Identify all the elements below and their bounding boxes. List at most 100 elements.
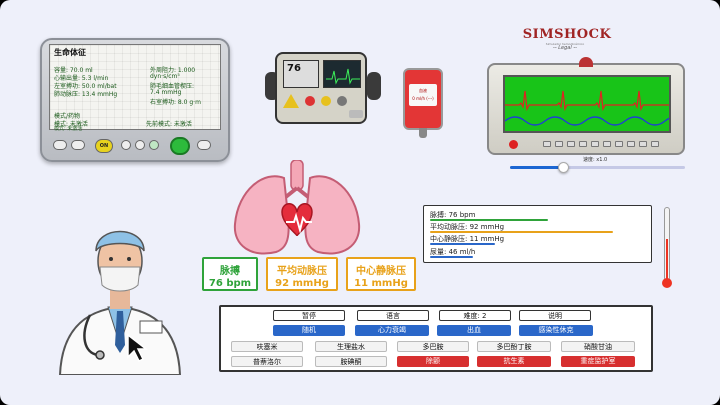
ecg-button-1[interactable] xyxy=(543,141,551,147)
ecg-waveforms xyxy=(505,90,669,126)
iv-blood-bag[interactable]: 血液 0 ml/h (---) xyxy=(403,68,443,138)
lungs-heart-illustration xyxy=(233,160,361,255)
vital-svr: 外周阻力: 1.000 xyxy=(150,67,196,74)
vital-pcwp-value: 7.4 mmHg xyxy=(150,89,182,96)
prev-mode-status: 先前模式: 未激活 xyxy=(146,121,192,128)
instructions-button[interactable]: 说明 xyxy=(519,310,591,321)
ecg-button-6[interactable] xyxy=(603,141,611,147)
vital-lv-stroke-work: 左室搏功: 50.0 ml/bat xyxy=(54,83,117,90)
ecg-button-2[interactable] xyxy=(555,141,563,147)
mode-status-2: 模式: 未激活 xyxy=(54,126,83,132)
warning-icon xyxy=(283,94,299,108)
card-pulse: 脉搏 76 bpm xyxy=(202,257,258,291)
random-scenario-button[interactable]: 随机 xyxy=(273,325,345,336)
power-on-button[interactable]: ON xyxy=(95,139,113,153)
defibrillator-display: 76 xyxy=(283,60,319,88)
defibrillator-body: 76 xyxy=(275,52,367,124)
doctor-avatar xyxy=(58,230,182,375)
icu-button[interactable]: 重症监护室 xyxy=(561,356,635,367)
monitor-button-2[interactable] xyxy=(71,140,85,150)
charge-knob-icon xyxy=(321,96,331,106)
stat-pulse-bar xyxy=(430,219,548,221)
amiodarone-button[interactable]: 胺碘酮 xyxy=(315,356,387,367)
difficulty-button[interactable]: 难度: 2 xyxy=(439,310,511,321)
card-cvp: 中心静脉压 11 mmHg xyxy=(346,257,416,291)
monitor-button-3[interactable] xyxy=(121,140,131,150)
stat-map-bar xyxy=(430,231,613,233)
furosemide-button[interactable]: 呋塞米 xyxy=(231,341,303,352)
vitals-monitor: 生命体征 容量: 70.0 ml 心输出量: 5.3 l/min 左室搏功: 5… xyxy=(40,38,230,162)
ecg-button-3[interactable] xyxy=(567,141,575,147)
stat-cvp: 中心静脉压: 11 mmHg xyxy=(430,235,505,243)
heart-failure-button[interactable]: 心力衰竭 xyxy=(355,325,429,336)
brand-tagline: Simulador hemodinámico xyxy=(545,42,585,46)
defibrillate-button[interactable]: 除颤 xyxy=(397,356,469,367)
right-lung-icon xyxy=(304,175,361,255)
mode-status: 模式: 未激活 xyxy=(54,121,88,128)
card-cvp-value: 11 mmHg xyxy=(354,278,408,289)
caduceus-icon xyxy=(579,57,593,67)
defibrillator-monitor xyxy=(323,60,361,88)
monitor-start-button[interactable] xyxy=(170,137,190,155)
speed-slider-track[interactable] xyxy=(510,166,685,169)
mode-drug-label: 模式/药物 xyxy=(54,113,81,120)
speed-slider-thumb[interactable] xyxy=(558,162,569,173)
vital-pcwp-label: 肺毛细血管楔压: xyxy=(150,83,195,90)
vital-pulmonary-pressure: 肺动脉压: 13.4 mmHg xyxy=(54,91,118,98)
stat-urine-bar xyxy=(430,256,473,258)
language-button[interactable]: 语言 xyxy=(357,310,429,321)
stat-pulse: 脉搏: 76 bpm xyxy=(430,211,476,219)
mouse-cursor-icon xyxy=(127,333,148,363)
monitor-button-6[interactable] xyxy=(197,140,211,150)
heart-icon xyxy=(281,203,313,237)
vitals-title: 生命体征 xyxy=(54,48,86,57)
ecg-button-5[interactable] xyxy=(591,141,599,147)
ecg-button-10[interactable] xyxy=(651,141,659,147)
thermometer-bulb-icon xyxy=(662,278,672,288)
monitor-button-1[interactable] xyxy=(53,140,67,150)
ecg-button-9[interactable] xyxy=(639,141,647,147)
saline-button[interactable]: 生理盐水 xyxy=(315,341,387,352)
vitals-controls: ON xyxy=(49,137,221,157)
defib-button-icon xyxy=(349,110,363,118)
hemorrhage-button[interactable]: 出血 xyxy=(437,325,511,336)
card-map-value: 92 mmHg xyxy=(275,278,329,289)
ecg-button-4[interactable] xyxy=(579,141,587,147)
energy-knob-icon xyxy=(337,96,347,106)
card-pulse-value: 76 bpm xyxy=(208,278,252,289)
defibrillator[interactable]: 76 xyxy=(265,42,383,136)
vitals-screen: 生命体征 容量: 70.0 ml 心输出量: 5.3 l/min 左室搏功: 5… xyxy=(49,44,221,132)
stat-cvp-bar xyxy=(430,243,495,245)
iv-bag-rate: 0 ml/h (---) xyxy=(412,96,434,101)
vital-rv-stroke-work: 右室搏功: 8.0 g·m xyxy=(150,99,201,106)
iv-bag-label: 血液 0 ml/h (---) xyxy=(409,84,437,106)
ecg-alarm-icon xyxy=(509,140,518,149)
stat-urine: 尿量: 46 ml/h xyxy=(430,248,476,256)
right-paddle xyxy=(367,72,381,100)
brand-logo: SIMSHOCK xyxy=(522,27,612,42)
card-map: 平均动脉压 92 mmHg xyxy=(266,257,338,291)
monitor-button-5[interactable] xyxy=(149,140,159,150)
defibrillator-readout: 76 xyxy=(287,63,301,74)
ecg-monitor xyxy=(487,57,685,155)
card-map-label: 平均动脉压 xyxy=(277,266,327,277)
brand-legal: -- Legal -- xyxy=(553,45,577,51)
pause-button[interactable]: 暂停 xyxy=(273,310,345,321)
ecg-screen xyxy=(503,75,671,133)
dopamine-button[interactable]: 多巴胺 xyxy=(397,341,469,352)
antibiotics-button[interactable]: 抗生素 xyxy=(477,356,551,367)
nitroglycerin-button[interactable]: 硝酸甘油 xyxy=(561,341,635,352)
card-pulse-label: 脉搏 xyxy=(220,266,240,277)
ecg-button-8[interactable] xyxy=(627,141,635,147)
dobutamine-button[interactable]: 多巴酚丁胺 xyxy=(477,341,551,352)
septic-shock-button[interactable]: 感染性休克 xyxy=(519,325,593,336)
vital-volume: 容量: 70.0 ml xyxy=(54,67,93,74)
iv-bag-type: 血液 xyxy=(419,88,427,93)
left-lung-icon xyxy=(233,175,290,255)
control-panel: 暂停 语言 难度: 2 说明 随机 心力衰竭 出血 感染性休克 呋塞米 生理盐水… xyxy=(219,305,653,372)
monitor-button-4[interactable] xyxy=(135,140,145,150)
vital-cardiac-output: 心输出量: 5.3 l/min xyxy=(54,75,109,82)
card-cvp-label: 中心静脉压 xyxy=(356,266,406,277)
propranolol-button[interactable]: 普萘洛尔 xyxy=(231,356,303,367)
ecg-button-7[interactable] xyxy=(615,141,623,147)
